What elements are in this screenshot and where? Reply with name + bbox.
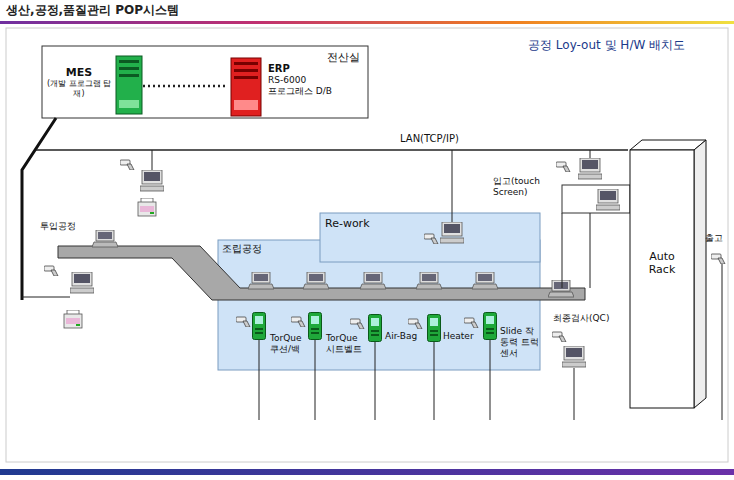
node-heading: MES [43, 66, 115, 79]
node-heading: ERP [268, 63, 332, 75]
rework-box: Re-work [320, 213, 540, 262]
printer-icon [64, 310, 82, 328]
laptop-icon [360, 272, 386, 289]
station-label: Heater [443, 331, 474, 342]
rack-top [630, 140, 706, 150]
station-label: 출고 [705, 233, 723, 244]
lan-line [36, 149, 628, 150]
station-label: Slide 작동력 트럭센서 [500, 326, 540, 358]
auto-rack: Auto Rack [630, 150, 694, 408]
printer-icon [138, 198, 156, 216]
laptop-icon [303, 272, 329, 289]
backbone-line [22, 118, 56, 300]
scanner-icon [291, 317, 305, 327]
station-label: TorQue 시트벨트 [326, 333, 366, 355]
drop-line [722, 264, 723, 420]
laptop-icon [92, 230, 118, 247]
footer-bar [0, 469, 734, 475]
scanner-icon [711, 254, 725, 264]
rework-fill [320, 213, 540, 262]
drop-line [22, 297, 70, 298]
node-text: 프로그래스 D/B [268, 86, 332, 97]
mes-server-icon [116, 56, 142, 114]
station-label: Air-Bag [385, 331, 417, 342]
erp-server-icon [231, 58, 261, 116]
drop-line [152, 150, 153, 170]
touch-screen-frame [562, 185, 630, 213]
subtitle: 공정 Loy-out 및 H/W 배치도 [528, 38, 685, 52]
title: 생산,공정,품질관리 POP시스템 [6, 3, 179, 17]
terminal-icon [253, 313, 266, 340]
terminal-icon [309, 313, 322, 340]
dotted-link [143, 85, 228, 88]
station-label: TorQue 쿠션/백 [270, 333, 306, 355]
node-heading: 조립공정 [222, 243, 262, 255]
scanner-icon [556, 162, 570, 172]
station-label: 투입공정 [40, 221, 76, 232]
scanner-icon [552, 332, 566, 342]
server-room-outline [42, 46, 368, 118]
node-heading: 전산실 [327, 51, 360, 64]
scanner-icon [44, 266, 58, 276]
scanner-icon [120, 160, 134, 170]
scanner-icon [350, 319, 364, 329]
touch-screen-icon [596, 189, 620, 210]
laptop-icon [548, 280, 574, 297]
drop-line [562, 213, 563, 288]
conveyor [58, 246, 585, 300]
server-room: 전산실 MES(개발 프로그램 탑재) ERPRS-6000프로그래스 D/B [42, 46, 368, 118]
assembly-area: 조립공정 [218, 240, 540, 370]
network-label: LAN(TCP/IP) [398, 133, 461, 145]
pc-icon [578, 158, 602, 179]
text-group: Auto Rack [640, 250, 684, 276]
erp-server: ERPRS-6000프로그래스 D/B [228, 58, 364, 118]
scanner-icon [408, 319, 422, 329]
laptop-icon [248, 272, 274, 289]
drop-line [452, 150, 453, 222]
text-group: 전산실 [327, 51, 360, 64]
drop-line [590, 213, 591, 288]
text-group: ERPRS-6000프로그래스 D/B [268, 63, 332, 97]
rack-side [694, 140, 706, 408]
station-label: 최종검사(QC) [553, 313, 609, 324]
title-rule [0, 21, 734, 24]
station-label: 입고(touch Screen) [493, 176, 551, 198]
terminal-icon [369, 315, 382, 342]
scanner-icon [236, 317, 250, 327]
mes-server: MES(개발 프로그램 탑재) [43, 54, 143, 114]
text-group: 조립공정 [222, 243, 262, 255]
drop-line [574, 368, 575, 420]
scanner-icon [424, 234, 438, 244]
pc-icon [70, 272, 94, 293]
node-heading: Auto Rack [640, 250, 684, 276]
node-text: RS-6000 [268, 75, 332, 86]
text-group: Re-work [325, 217, 370, 230]
scanner-icon [464, 318, 478, 328]
terminal-icon [428, 315, 441, 342]
pc-icon [440, 222, 464, 243]
pc-icon [562, 346, 586, 367]
rack-front [630, 150, 694, 408]
node-text: (개발 프로그램 탑재) [43, 79, 115, 98]
node-heading: Re-work [325, 217, 370, 230]
frame [6, 28, 728, 462]
text-group: MES(개발 프로그램 탑재) [43, 66, 115, 98]
pc-icon [140, 170, 164, 191]
laptop-icon [472, 272, 498, 289]
terminal-icon [484, 313, 497, 340]
laptop-icon [416, 272, 442, 289]
